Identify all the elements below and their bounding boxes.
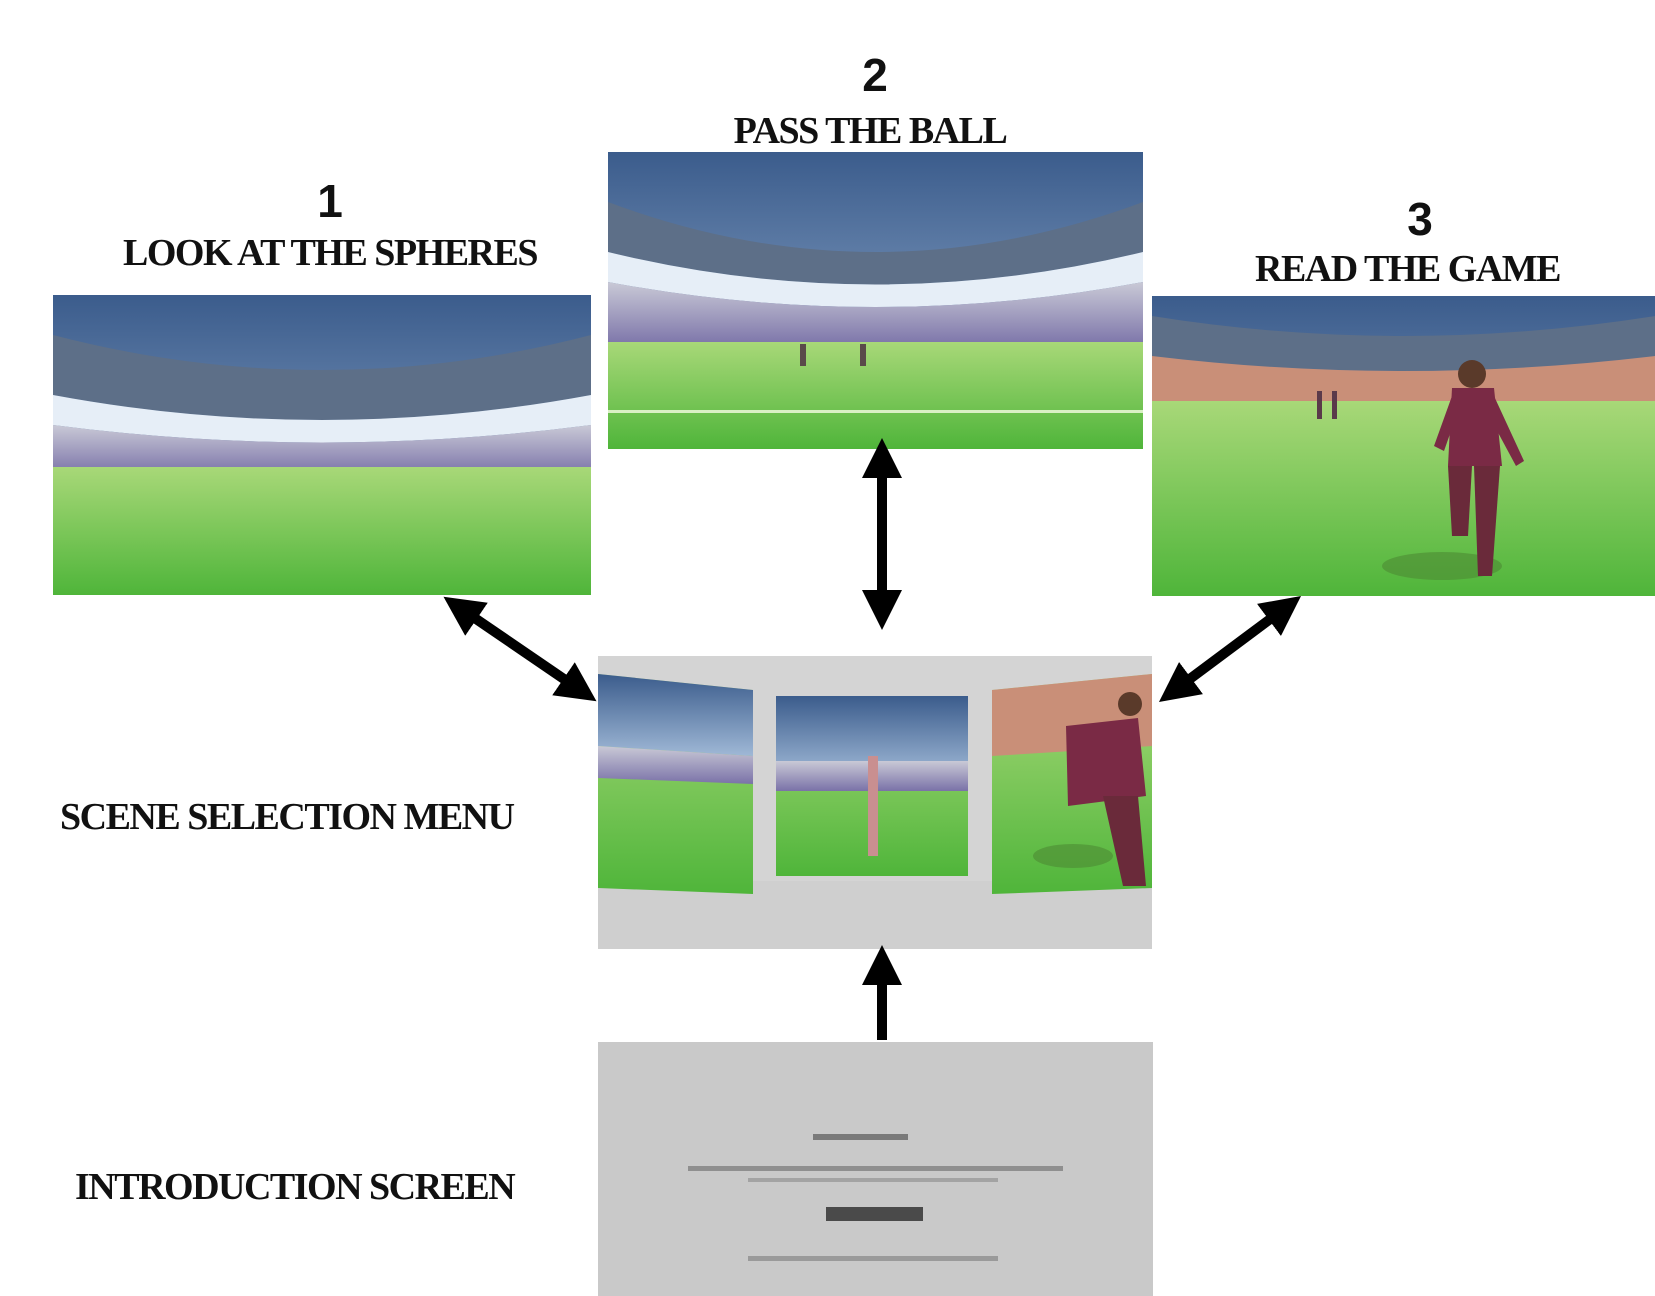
scene-selection-menu-screenshot[interactable] [598, 656, 1152, 949]
arrow-scene3-menu [1158, 596, 1302, 702]
scene-3-title: READ THE GAME [1255, 248, 1561, 290]
scene-1-screenshot[interactable] [53, 295, 591, 595]
scene-3-number: 3 [1407, 193, 1433, 245]
intro-start-button[interactable] [826, 1207, 923, 1221]
scene-2-title: PASS THE BALL [733, 110, 1008, 152]
scene-2-screenshot[interactable] [608, 152, 1143, 449]
scene-3-screenshot[interactable] [1152, 296, 1655, 596]
menu-label: SCENE SELECTION MENU [60, 796, 515, 838]
intro-footer-line [748, 1256, 998, 1261]
arrow-scene1-menu [443, 596, 597, 702]
scene-1-number: 1 [317, 175, 343, 227]
scene-1-title: LOOK AT THE SPHERES [123, 232, 538, 274]
intro-text-line-1 [688, 1166, 1063, 1171]
introduction-screen-screenshot[interactable] [598, 1042, 1153, 1296]
intro-heading-placeholder [813, 1134, 908, 1140]
scene-2-number: 2 [862, 49, 888, 101]
intro-label: INTRODUCTION SCREEN [75, 1166, 516, 1208]
intro-text-line-2 [748, 1178, 998, 1182]
